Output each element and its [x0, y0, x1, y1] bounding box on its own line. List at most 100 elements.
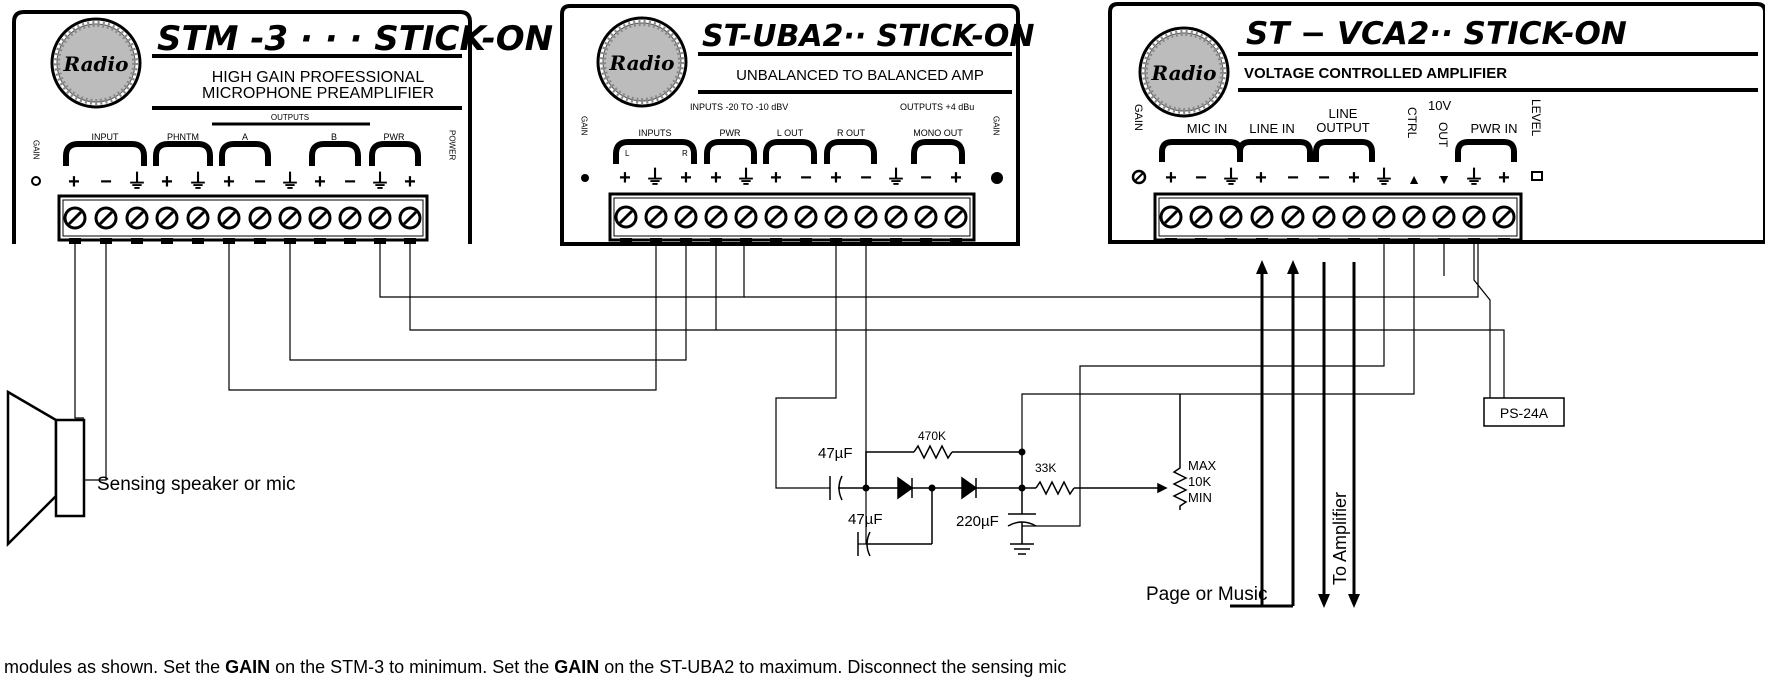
pot-value-label: 10K: [1188, 474, 1211, 489]
stuba2-r-label: R: [682, 149, 688, 158]
svg-text:⏚: ⏚: [370, 170, 390, 193]
svg-text:⏚: ⏚: [645, 166, 665, 189]
stvca2-badge: Radio: [1140, 28, 1228, 116]
stuba2-l-label: L: [625, 149, 630, 158]
svg-text:⏚: ⏚: [886, 166, 906, 189]
circuit-nodes: [862, 448, 1026, 492]
stvca2-terminal-signs: + − ⏚ + − − + ⏚ ▲ ▼ ⏚ +: [1165, 166, 1510, 189]
caption-bold-2: GAIN: [554, 657, 600, 677]
svg-text:▲: ▲: [1407, 171, 1421, 187]
stuba2-terminal-strip: [608, 192, 976, 242]
stm3-module: Radio STM -3 · · · STICK-ON HIGH GAIN PR…: [12, 10, 553, 244]
ps24a-label: PS-24A: [1500, 405, 1549, 421]
stuba2-badge-text: Radio: [609, 51, 675, 75]
stvca2-out-label: OUT: [1436, 122, 1450, 148]
svg-text:−: −: [1287, 167, 1299, 189]
stvca2-module: Radio ST − VCA2·· STICK-ON VOLTAGE CONTR…: [1108, 2, 1765, 244]
stuba2-module: Radio ST-UBA2·· STICK-ON UNBALANCED TO B…: [560, 4, 1035, 246]
stm3-a-label: A: [242, 132, 248, 142]
stuba2-terminal-signs: + ⏚ + + ⏚ + − + − ⏚ − +: [619, 166, 962, 189]
stm3-input-label: INPUT: [92, 132, 120, 142]
svg-text:+: +: [830, 167, 842, 189]
svg-text:⏚: ⏚: [1464, 166, 1484, 189]
stuba2-monoout-label: MONO OUT: [913, 128, 963, 138]
stvca2-pwrin-label: PWR IN: [1471, 121, 1518, 136]
pot-min-label: MIN: [1188, 490, 1212, 505]
stuba2-lout-label: L OUT: [777, 128, 804, 138]
svg-text:+: +: [680, 167, 692, 189]
signal-arrows: [1230, 260, 1360, 608]
speaker-icon: [6, 389, 86, 548]
svg-text:+: +: [314, 171, 326, 193]
stm3-gain-label: GAIN: [32, 140, 41, 160]
stuba2-gain-right-label: GAIN: [992, 116, 1001, 136]
c2-label: 47µF: [848, 511, 883, 528]
stvca2-linein-label: LINE IN: [1249, 121, 1295, 136]
c1-label: 47µF: [818, 445, 853, 462]
svg-text:+: +: [1348, 167, 1360, 189]
stm3-power-label: POWER: [448, 130, 457, 160]
ps24a-box: [1483, 397, 1565, 427]
svg-text:⏚: ⏚: [1221, 166, 1241, 189]
svg-text:+: +: [950, 167, 962, 189]
caption-text-1: modules as shown. Set the: [4, 657, 226, 677]
stuba2-rout-label: R OUT: [837, 128, 866, 138]
stm3-gain-knob[interactable]: [31, 176, 41, 186]
svg-text:−: −: [920, 167, 932, 189]
stm3-badge-text: Radio: [63, 52, 129, 76]
wires: [74, 244, 1505, 545]
stm3-phntm-label: PHNTM: [167, 132, 199, 142]
stuba2-title: ST-UBA2·· STICK-ON: [702, 19, 1035, 54]
stvca2-ctrl-label: CTRL: [1405, 107, 1419, 139]
stm3-title: STM -3 · · · STICK-ON: [157, 19, 553, 59]
svg-text:⏚: ⏚: [127, 170, 147, 193]
svg-text:⏚: ⏚: [280, 170, 300, 193]
r1-label: 470K: [918, 429, 946, 443]
speaker-label: Sensing speaker or mic: [97, 474, 296, 495]
svg-text:−: −: [254, 171, 266, 193]
c3-label: 220µF: [956, 513, 999, 530]
stvca2-line-label: LINE: [1329, 106, 1358, 121]
svg-text:+: +: [404, 171, 416, 193]
caption: modules as shown. Set the GAIN on the ST…: [4, 657, 1066, 678]
stm3-terminal-strip: [57, 194, 429, 242]
caption-text-3: on the ST-UBA2 to maximum. Disconnect th…: [599, 657, 1067, 677]
caption-text-2: on the STM-3 to minimum. Set the: [270, 657, 555, 677]
stm3-pwr-label: PWR: [384, 132, 405, 142]
stuba2-gain-knob[interactable]: [991, 172, 1003, 184]
svg-text:+: +: [619, 167, 631, 189]
stvca2-10v-label: 10V: [1428, 98, 1451, 113]
stuba2-badge: Radio: [598, 18, 686, 106]
svg-text:−: −: [860, 167, 872, 189]
stvca2-micin-label: MIC IN: [1187, 121, 1227, 136]
svg-text:+: +: [223, 171, 235, 193]
stvca2-terminal-strip: [1153, 192, 1523, 242]
r2-label: 33K: [1035, 461, 1056, 475]
stuba2-gain-left-knob[interactable]: [581, 174, 589, 182]
stuba2-inputs-spec: INPUTS -20 TO -10 dBV: [690, 102, 788, 112]
stm3-desc-line1: HIGH GAIN PROFESSIONAL: [212, 69, 425, 86]
sensing-circuit: [829, 394, 1188, 557]
pot-max-label: MAX: [1188, 458, 1217, 473]
stvca2-title: ST − VCA2·· STICK-ON: [1246, 16, 1627, 52]
stm3-desc-line2: MICROPHONE PREAMPLIFIER: [202, 85, 434, 102]
svg-text:+: +: [68, 171, 80, 193]
svg-text:⏚: ⏚: [1374, 166, 1394, 189]
stvca2-desc: VOLTAGE CONTROLLED AMPLIFIER: [1244, 65, 1507, 82]
svg-text:−: −: [344, 171, 356, 193]
stvca2-level-knob[interactable]: [1531, 171, 1543, 181]
stuba2-desc: UNBALANCED TO BALANCED AMP: [736, 67, 984, 84]
caption-bold-1: GAIN: [225, 657, 271, 677]
svg-text:+: +: [770, 167, 782, 189]
stvca2-output-label: OUTPUT: [1316, 120, 1370, 135]
svg-text:−: −: [1195, 167, 1207, 189]
stm3-badge: Radio: [52, 19, 140, 107]
page-music-label: Page or Music: [1146, 584, 1267, 605]
svg-text:▼: ▼: [1437, 171, 1451, 187]
svg-text:⏚: ⏚: [188, 170, 208, 193]
svg-text:−: −: [100, 171, 112, 193]
stvca2-gain-knob[interactable]: [1131, 169, 1147, 185]
svg-text:+: +: [1165, 167, 1177, 189]
svg-text:−: −: [800, 167, 812, 189]
